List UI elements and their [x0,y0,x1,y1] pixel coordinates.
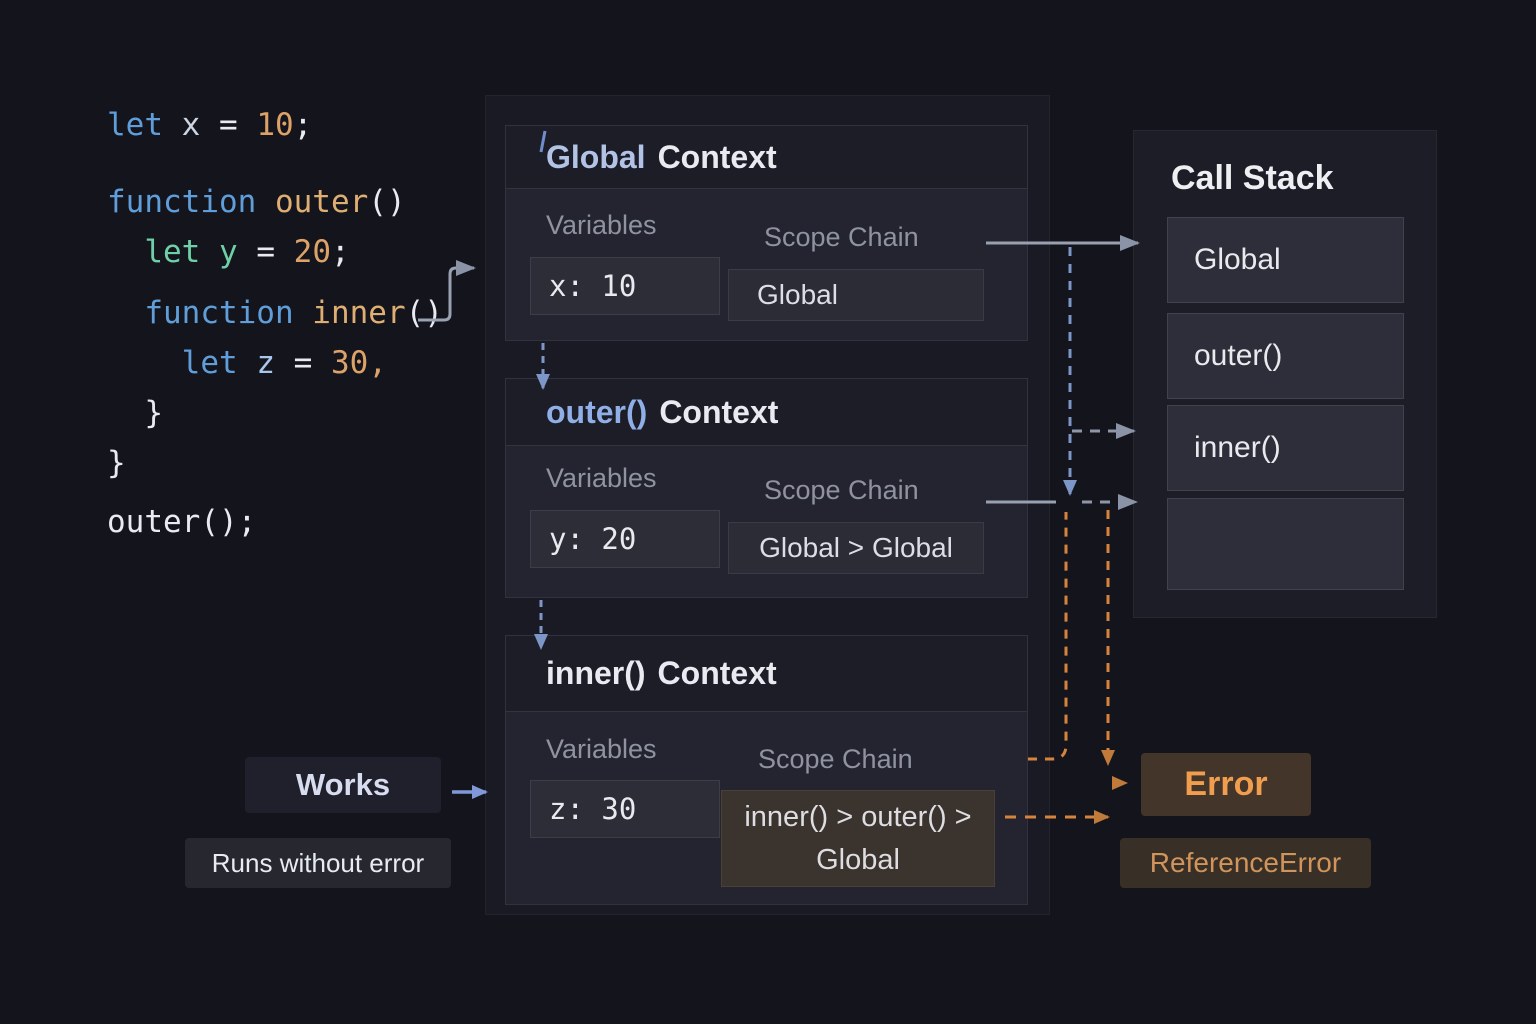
code-token: inner [293,295,406,331]
stack-frame-empty [1167,498,1404,590]
code-line: function outer() [107,177,487,227]
code-token: = [274,345,331,381]
context-title-rest: Context [657,655,777,691]
variables-label: Variables [546,463,657,493]
code-token: , [368,345,387,381]
scope-chain-label: Scope Chain [764,222,919,252]
outer-context-box: outer() Context Variables y: 20 Scope Ch… [505,378,1028,598]
context-title-rest: Context [657,138,777,175]
variable-value-box: z: 30 [530,780,720,838]
variables-label: Variables [546,210,657,240]
variables-label: Variables [546,734,657,764]
code-line: } [107,438,487,488]
code-token: outer [256,184,369,220]
code-line: let z = 30, [107,338,487,388]
scope-chain-label: Scope Chain [758,744,913,774]
stack-frame-outer: outer() [1167,313,1404,399]
inner-context-title: inner() Context [506,636,1027,712]
global-context-box: Global Context Variables x: 10 Scope Cha… [505,125,1028,341]
call-stack-title: Call Stack [1171,159,1334,197]
code-token: = [237,234,294,270]
code-token: function [107,295,294,331]
code-line: outer(); [107,497,487,547]
reference-error-label: ReferenceError [1120,838,1371,888]
code-token: 10 [256,107,294,143]
scope-chain-box: Global > Global [728,522,984,574]
code-token: 30 [330,345,369,381]
context-title-highlight: Global [546,138,646,175]
error-badge: Error [1141,753,1311,816]
works-subtitle: Runs without error [185,838,451,888]
scope-chain-line: Global [816,843,900,876]
code-token: 20 [293,234,331,270]
code-token: x [163,107,201,143]
code-block: let x = 10;function outer() let y = 20; … [107,100,487,547]
code-token: ; [293,107,313,143]
code-line: let x = 10; [107,100,487,150]
code-token: ; [330,234,350,270]
scope-chain-box: Global [728,269,984,321]
code-token: z [237,345,275,381]
context-title-rest: Context [659,393,779,430]
code-token: outer(); [107,504,257,540]
code-token: function [107,184,257,220]
code-line: let y = 20; [107,227,487,277]
code-token: } [107,445,126,481]
global-context-title: Global Context [506,126,1027,189]
call-stack-panel: Call Stack Global outer() inner() [1133,130,1437,618]
stack-frame-global: Global [1167,217,1404,303]
outer-context-title: outer() Context [506,379,1027,446]
code-token: } [107,395,163,431]
code-token: () [368,184,406,220]
variable-value-box: y: 20 [530,510,720,568]
inner-context-box: inner() Context Variables z: 30 Scope Ch… [505,635,1028,905]
context-title-highlight: outer() [546,393,648,430]
scope-chain-box: inner() > outer() > Global [721,790,995,887]
code-token: () [405,295,443,331]
stack-frame-inner: inner() [1167,405,1404,491]
scope-chain-label: Scope Chain [764,475,919,505]
code-token: let y [107,234,238,270]
code-token: let [107,345,238,381]
code-line: } [107,388,487,438]
variable-value-box: x: 10 [530,257,720,315]
works-badge: Works [245,757,441,813]
scope-chain-line: inner() > outer() > [744,801,972,834]
code-token: = [200,107,257,143]
code-token: let [107,107,163,143]
code-line: function inner() [107,288,487,338]
context-title-highlight: inner() [546,655,646,691]
